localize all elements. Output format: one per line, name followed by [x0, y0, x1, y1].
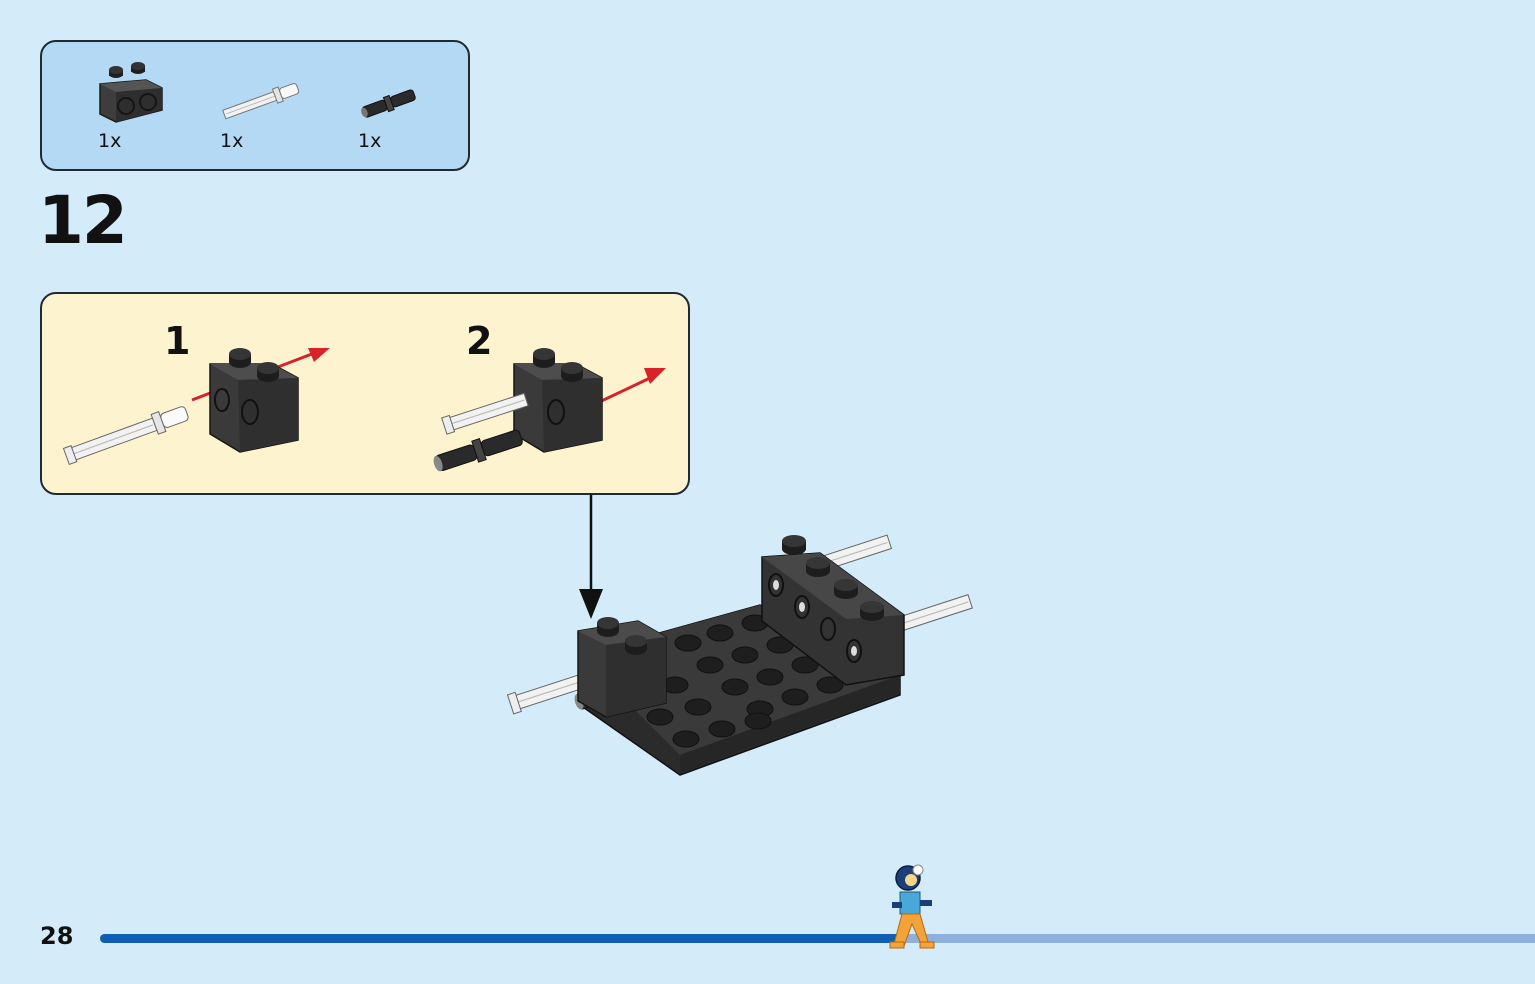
step-number: 12	[38, 182, 128, 259]
part-qty: 1x	[98, 130, 122, 152]
parts-list-box: 1x 1x 1x	[40, 40, 470, 171]
part-qty: 1x	[358, 130, 382, 152]
subassembly-callout: 1 2	[40, 292, 690, 495]
minifigure-icon	[889, 864, 935, 949]
model-assembly-illustration	[506, 534, 973, 776]
substep-number: 2	[466, 319, 493, 363]
substep-1-illustration	[62, 348, 330, 466]
part-qty: 1x	[220, 130, 244, 152]
progress-bar-fill	[100, 934, 904, 943]
substep-number: 1	[164, 319, 191, 363]
friction-pin-icon	[358, 84, 420, 124]
technic-brick-1x2-icon	[96, 62, 166, 128]
page-number: 28	[40, 922, 74, 950]
substep-2-illustration	[433, 348, 666, 472]
axle-pin-icon	[218, 76, 308, 126]
callout-arrow-icon	[579, 495, 603, 619]
progress-bar	[100, 934, 1535, 943]
